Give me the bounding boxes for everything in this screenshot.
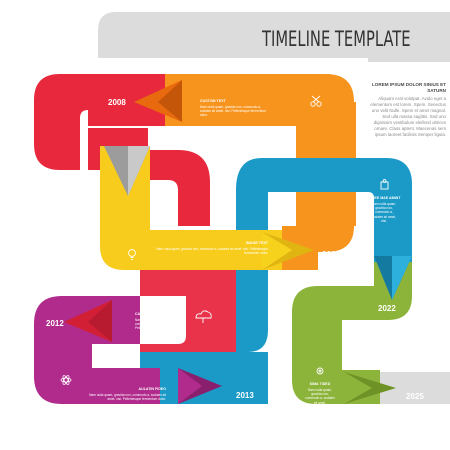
arrow-2001 <box>262 232 314 270</box>
arrow-2013 <box>178 368 222 404</box>
milestone-2025-body: Nam nulla quam, gravida non, commodo a, … <box>305 388 335 405</box>
intro-heading: LOREM IPSUM DOLOR SINIUS ET SATURN <box>372 82 447 93</box>
arrow-2022 <box>374 256 412 300</box>
arrow-2025 <box>344 372 396 404</box>
milestone-2022-body: Nam nulla quam, gravida non, commodo a, … <box>371 202 397 223</box>
year-2022: 2022 <box>378 304 396 313</box>
orange-ribbon <box>165 74 354 252</box>
header-band <box>98 12 450 58</box>
intro-frame <box>368 58 450 62</box>
arrow-gray-down <box>104 146 150 196</box>
lightbulb-icon <box>128 249 136 260</box>
page-title: TIMELINE TEMPLATE <box>262 27 411 51</box>
yellow-ribbon <box>100 146 282 270</box>
atom-icon <box>60 375 72 385</box>
year-2012: 2012 <box>46 319 64 328</box>
milestone-2001-body: Nam nulla quam, gravida non, commodo a, … <box>156 247 268 256</box>
milestone-2012-body: Nam nulla quam, gravida non, commodo a, … <box>135 318 184 331</box>
pink-ribbon <box>140 270 236 352</box>
year-2008: 2008 <box>108 98 126 107</box>
blue-ribbon-bottom <box>140 352 268 404</box>
milestone-2013-body: Nam nulla quam, gravida non, commodo a, … <box>89 393 166 402</box>
arrow-2008 <box>134 80 182 122</box>
year-2025: 2025 <box>406 392 424 401</box>
cloud-icon <box>195 310 212 323</box>
milestone-2022-heading: SEE MAE AMINT <box>372 196 401 200</box>
puzzle-icon <box>380 179 389 190</box>
blue-ribbon <box>236 158 412 270</box>
gear-icon <box>316 367 324 375</box>
year-2013: 2013 <box>236 391 254 400</box>
scissors-icon <box>310 95 322 107</box>
red-ribbon-curve <box>148 150 210 226</box>
milestone-2012-heading: CAME NOMIN <box>135 312 159 316</box>
milestone-2001-heading: IMAGE TEXT <box>246 241 268 245</box>
red-ribbon-shape <box>34 74 165 170</box>
arrow-2012 <box>64 300 112 342</box>
year-2001: 2001 <box>322 250 340 259</box>
milestone-2008-heading: CUSTOM TEXT <box>200 99 226 103</box>
intro-body: Aliquam erat volutpat. Avido eget a elem… <box>370 96 446 137</box>
milestone-2008-body: Nam nulla quam, gravida non, commodo a, … <box>200 105 266 118</box>
milestone-2025-heading: SIMA TIDED <box>309 382 331 386</box>
milestone-2013-heading: AULATIN FIDEO <box>138 387 166 391</box>
